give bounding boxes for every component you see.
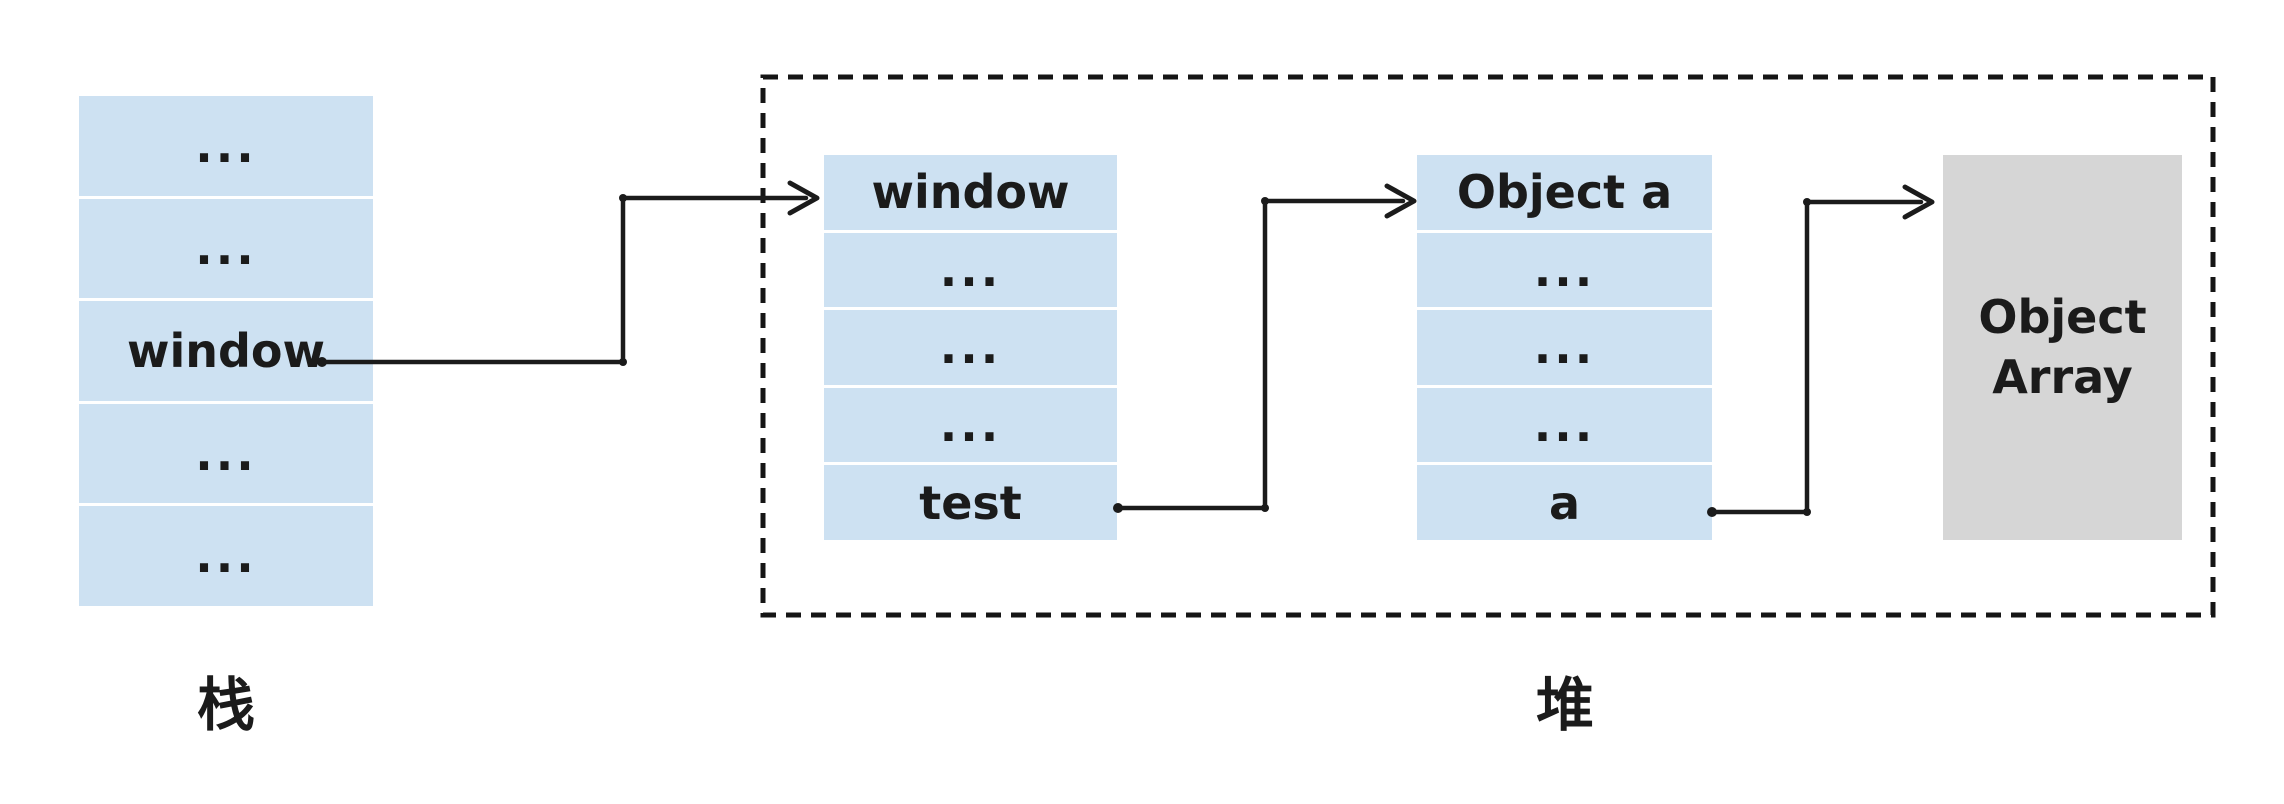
heap-row-test: test bbox=[824, 462, 1117, 540]
heap-row-object-a: Object a bbox=[1456, 165, 1673, 220]
object-array-label-line2: Array bbox=[1992, 349, 2133, 404]
stack-row: ... bbox=[195, 118, 257, 173]
heap-window-object-table: window ... ... ... test bbox=[824, 155, 1117, 540]
heap-row-a: a bbox=[1417, 462, 1712, 540]
heap-row: ... bbox=[824, 307, 1117, 385]
heap-row: ... bbox=[1417, 307, 1712, 385]
stack-table: ... ... window ... ... bbox=[79, 96, 373, 606]
object-array-label-line1: Object bbox=[1978, 289, 2147, 344]
stack-row-window: window bbox=[79, 298, 373, 401]
object-array-box: Object Array bbox=[1943, 155, 2182, 540]
heap-row: ... bbox=[824, 384, 1117, 463]
arrow-a-to-object-array bbox=[1707, 184, 1935, 517]
heap-region-label: 堆 bbox=[1535, 671, 1595, 739]
stack-row: ... bbox=[79, 400, 373, 504]
arrow-stack-window-to-heap-window bbox=[317, 180, 820, 367]
stack-row: ... bbox=[79, 503, 373, 606]
stack-region-label: 栈 bbox=[196, 671, 256, 739]
heap-row: ... bbox=[1417, 384, 1712, 463]
stack-row: ... bbox=[79, 195, 373, 299]
arrow-test-to-object-a bbox=[1113, 183, 1417, 513]
heap-object-a-table: Object a ... ... ... a bbox=[1417, 155, 1712, 540]
heap-row: ... bbox=[1417, 229, 1712, 308]
heap-row-window: window bbox=[871, 165, 1070, 220]
heap-row: ... bbox=[824, 229, 1117, 308]
